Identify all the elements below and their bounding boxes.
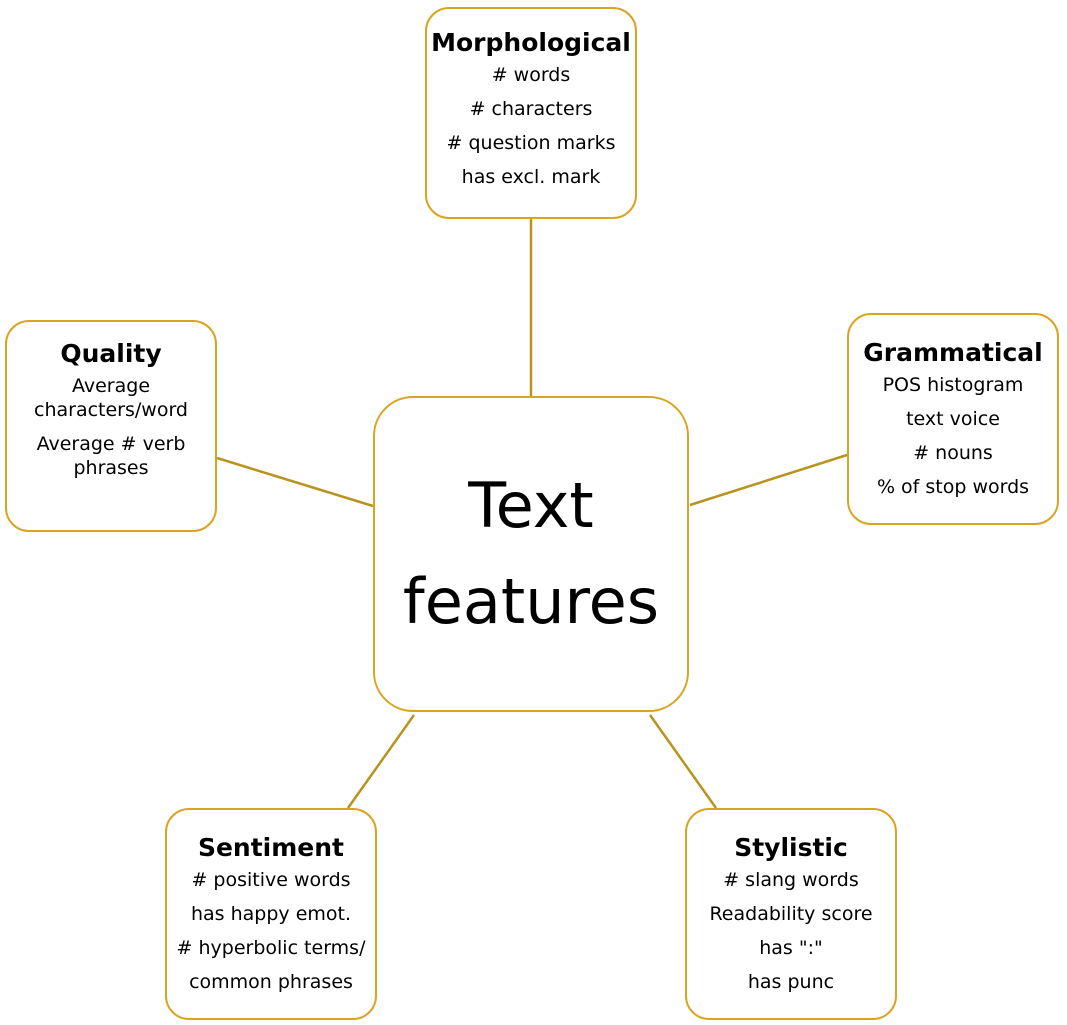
quality-item: characters/word (34, 399, 188, 421)
sentiment-item: # hyperbolic terms/ (176, 937, 366, 959)
grammatical-item: POS histogram (882, 374, 1024, 396)
center-title-line-1: Text (468, 469, 594, 542)
grammatical-item: text voice (906, 408, 1000, 430)
morphological-item: # question marks (446, 132, 616, 154)
stylistic-title: Stylistic (734, 833, 848, 862)
grammatical-item: # nouns (913, 442, 993, 464)
morphological-item: # characters (469, 98, 593, 120)
quality-title: Quality (60, 339, 162, 368)
stylistic-item: Readability score (709, 903, 873, 925)
quality-item: Average # verb (36, 433, 186, 455)
morphological-items: # words # characters # question marks ha… (447, 63, 616, 199)
morphological-title: Morphological (431, 28, 631, 57)
stylistic-node: Stylistic # slang words Readability scor… (685, 808, 897, 1020)
sentiment-node: Sentiment # positive words has happy emo… (165, 808, 377, 1020)
stylistic-item: has punc (747, 971, 835, 993)
grammatical-title: Grammatical (863, 338, 1043, 367)
quality-node: Quality Average characters/word Average … (5, 320, 217, 532)
grammatical-item: % of stop words (876, 476, 1030, 498)
stylistic-item: has ":" (759, 937, 823, 959)
grammatical-node: Grammatical POS histogram text voice # n… (847, 313, 1059, 525)
morphological-item: has excl. mark (461, 166, 601, 188)
morphological-node: Morphological # words # characters # que… (425, 7, 637, 219)
sentiment-item: common phrases (189, 971, 353, 993)
sentiment-item: # positive words (191, 869, 351, 891)
quality-item: phrases (73, 457, 149, 479)
connector-quality (216, 456, 374, 508)
connector-stylistic (648, 714, 718, 809)
stylistic-item: # slang words (723, 869, 859, 891)
connector-sentiment (346, 714, 416, 809)
center-node: Text features (373, 396, 689, 712)
quality-item: Average (71, 375, 151, 397)
center-title-line-2: features (402, 565, 660, 638)
sentiment-title: Sentiment (197, 833, 345, 862)
sentiment-item: has happy emot. (190, 903, 352, 925)
sentiment-items: # positive words has happy emot. # hyper… (177, 868, 366, 1004)
quality-items: Average characters/word Average # verb p… (34, 374, 188, 480)
connector-grammatical (689, 453, 848, 507)
morphological-item: # words (491, 64, 571, 86)
grammatical-items: POS histogram text voice # nouns % of st… (877, 373, 1029, 509)
stylistic-items: # slang words Readability score has ":" … (709, 868, 872, 1004)
